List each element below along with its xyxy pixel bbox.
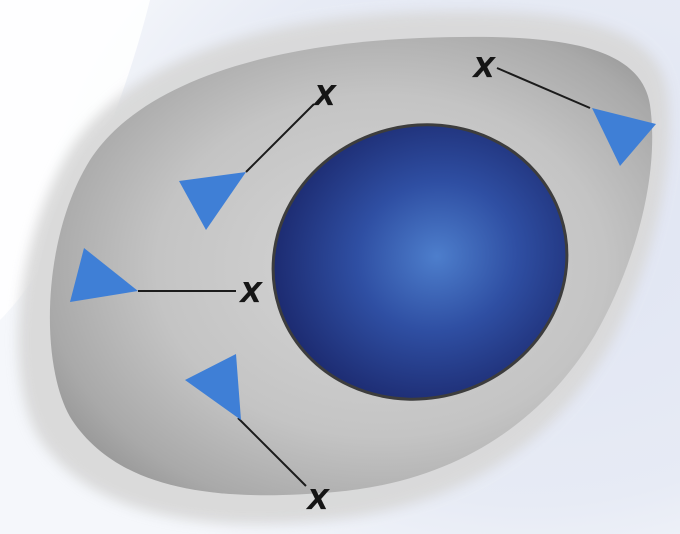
marker-label: X — [471, 51, 496, 84]
marker-label: X — [305, 483, 330, 516]
marker-label: X — [238, 276, 263, 309]
marker-label: X — [312, 79, 337, 112]
